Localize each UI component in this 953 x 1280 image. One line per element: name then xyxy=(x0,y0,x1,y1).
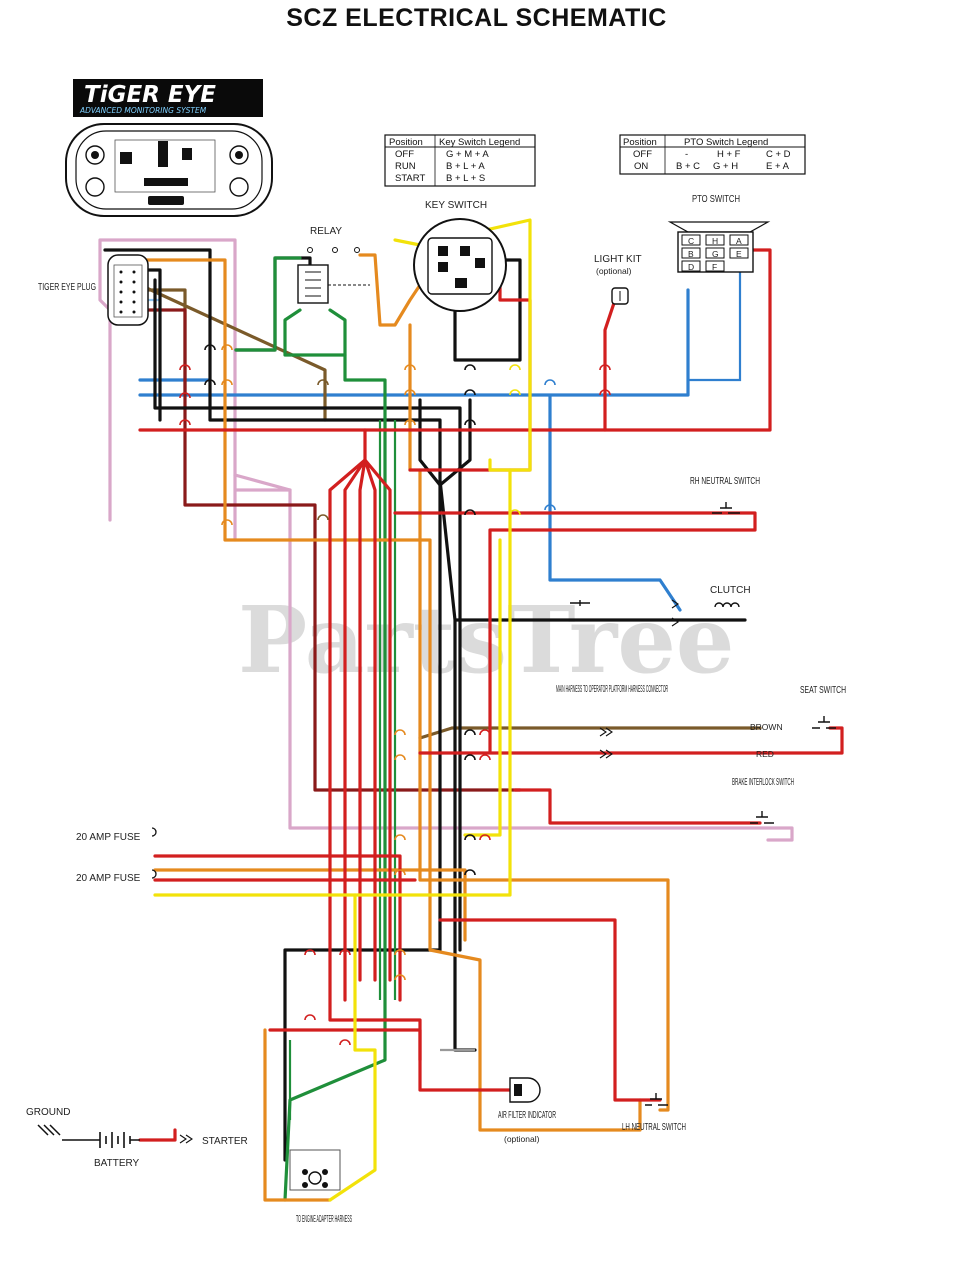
pto-terminal-d: D xyxy=(688,262,694,272)
pto-switch-icon: C H A B G E D F xyxy=(667,221,771,273)
pto-legend-row-0-c2: H + F xyxy=(717,149,741,160)
air-filter-indicator-icon xyxy=(509,1077,541,1103)
key-legend-row-1-pos: RUN xyxy=(395,161,416,172)
relay-icon xyxy=(297,247,370,304)
clutch-label: CLUTCH xyxy=(710,585,751,596)
pto-legend-row-0-pos: OFF xyxy=(633,149,652,160)
key-legend-header-title: Key Switch Legend xyxy=(439,137,520,148)
logo-tagline-text: ADVANCED MONITORING SYSTEM xyxy=(79,106,207,115)
fuse-2-icon xyxy=(151,869,157,879)
engine-adapter-connector-icon xyxy=(289,1149,341,1191)
connector-chevrons xyxy=(179,599,679,1144)
fuse-1-icon xyxy=(151,827,157,837)
lh-neutral-switch-label: LH NEUTRAL SWITCH xyxy=(622,1122,686,1133)
key-switch-legend-table: Position Key Switch Legend OFF G + M + A… xyxy=(384,134,536,187)
tiger-eye-plug-label: TIGER EYE PLUG xyxy=(38,282,96,293)
pto-terminal-b: B xyxy=(688,249,694,259)
brake-interlock-switch-icon xyxy=(750,811,774,824)
main-harness-label: MAIN HARNESS TO OPERATOR PLATFORM HARNES… xyxy=(556,684,668,695)
fuse-1-label: 20 AMP FUSE xyxy=(76,832,141,843)
rh-neutral-switch-icon xyxy=(712,502,740,514)
rh-neutral-switch-label: RH NEUTRAL SWITCH xyxy=(690,476,760,487)
key-legend-row-0-pos: OFF xyxy=(395,149,414,160)
wire-harness xyxy=(98,218,844,1202)
tiger-eye-display-icon xyxy=(65,123,273,217)
key-legend-row-2-val: B + L + S xyxy=(446,173,485,184)
seat-switch-label: SEAT SWITCH xyxy=(800,685,846,696)
pto-legend-header-position: Position xyxy=(623,137,657,148)
key-legend-row-2-pos: START xyxy=(395,173,425,184)
ground-icon xyxy=(37,1124,61,1136)
key-legend-row-0-val: G + M + A xyxy=(446,149,489,160)
pto-terminal-f: F xyxy=(712,262,717,272)
starter-label: STARTER xyxy=(202,1136,248,1147)
ground-label: GROUND xyxy=(26,1107,70,1118)
wire-brown-label: BROWN xyxy=(750,722,783,732)
key-legend-header-position: Position xyxy=(389,137,423,148)
air-filter-optional-label: (optional) xyxy=(504,1134,540,1144)
pto-switch-label: PTO SWITCH xyxy=(692,194,740,205)
pto-legend-row-1-c1: B + C xyxy=(676,161,700,172)
pto-legend-row-1-pos: ON xyxy=(634,161,648,172)
pto-switch-legend-table: Position PTO Switch Legend OFF - H + F C… xyxy=(619,134,806,175)
battery-icon xyxy=(62,1132,140,1148)
battery-label: BATTERY xyxy=(94,1158,140,1169)
watermark-text: PartsTree xyxy=(238,586,734,694)
air-filter-indicator-label: AIR FILTER INDICATOR xyxy=(498,1110,556,1121)
page-title: SCZ ELECTRICAL SCHEMATIC xyxy=(286,4,667,32)
seat-switch-icon xyxy=(812,716,836,729)
pto-legend-row-1-c3: E + A xyxy=(766,161,790,172)
light-kit-icon xyxy=(611,287,629,305)
brake-interlock-switch-label: BRAKE INTERLOCK SWITCH xyxy=(732,777,794,788)
fuse-2-label: 20 AMP FUSE xyxy=(76,873,141,884)
light-kit-label: LIGHT KIT xyxy=(594,254,642,265)
tiger-eye-plug-icon xyxy=(107,254,149,326)
pto-legend-row-0-c3: C + D xyxy=(766,149,791,160)
pto-terminal-c: C xyxy=(688,236,694,246)
pto-terminal-h: H xyxy=(712,236,718,246)
wire-red-label: RED xyxy=(756,749,774,759)
pto-legend-row-0-c1: - xyxy=(685,149,688,160)
clutch-icon xyxy=(570,600,740,608)
engine-adapter-harness-label: TO ENGINE ADAPTER HARNESS xyxy=(296,1214,352,1225)
key-legend-row-1-val: B + L + A xyxy=(446,161,485,172)
pto-terminal-e: E xyxy=(736,249,742,259)
lh-neutral-switch-icon xyxy=(645,1093,668,1106)
pto-legend-header-title: PTO Switch Legend xyxy=(684,137,768,148)
pto-terminal-a: A xyxy=(736,236,742,246)
logo-background xyxy=(73,79,263,117)
pto-terminal-g: G xyxy=(712,249,719,259)
logo-brand-text: TiGER EYE xyxy=(84,82,216,108)
light-kit-optional-label: (optional) xyxy=(596,266,632,276)
pto-legend-row-1-c2: G + H xyxy=(713,161,738,172)
relay-label: RELAY xyxy=(310,226,342,237)
wire-crossovers xyxy=(179,344,611,1046)
tiger-eye-logo: TiGER EYE ADVANCED MONITORING SYSTEM xyxy=(73,79,263,117)
key-switch-icon xyxy=(413,218,507,312)
key-switch-label: KEY SWITCH xyxy=(425,200,487,211)
